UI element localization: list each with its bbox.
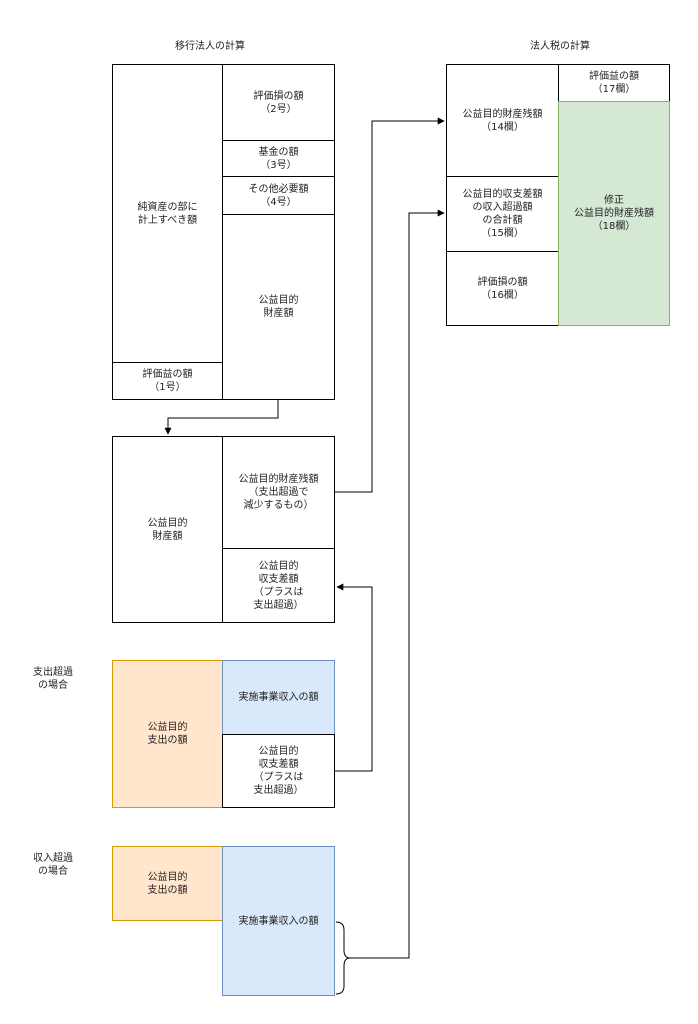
arrow-block1-to-block2 [164,400,279,435]
right-title: 法人税の計算 [530,41,590,52]
other-required-label: その他必要額 （4号） [248,183,309,208]
expense-case-label: 支出超過 の場合 [33,667,73,691]
arrow-remaining-to-tax14 [335,117,445,493]
remaining-label: 公益目的財産残額 （支出超過で 減少するもの） [238,474,319,511]
tax-excess-total-box: 公益目的収支差額 の収入超過額 の合計額 （15欄） [446,176,559,252]
balance-box-1: 公益目的 収支差額 （プラスは 支出超過） [222,548,335,623]
valuation-loss-label-1: 評価損の額 （2号） [253,90,304,115]
fund-label: 基金の額 （3号） [258,146,299,171]
valuation-loss-box-1: 評価損の額 （2号） [222,64,335,141]
balance-label-2: 公益目的 収支差額 （プラスは 支出超過） [253,746,304,796]
public-property-box-2: 公益目的 財産額 [112,436,223,623]
revised-remaining-box: 修正 公益目的財産残額 （18欄） [558,101,670,326]
expense-box-1: 公益目的 支出の額 [112,660,223,808]
fund-box: 基金の額 （3号） [222,140,335,177]
tax-valuation-loss-label: 評価損の額 （16欄） [477,276,528,301]
public-property-label-2: 公益目的 財産額 [147,517,188,542]
expense-label-2: 公益目的 支出の額 [147,871,188,896]
tax-valuation-loss-box: 評価損の額 （16欄） [446,251,559,326]
valuation-gain-box-1: 評価益の額 （1号） [112,362,223,400]
expense-label-1: 公益目的 支出の額 [147,722,188,746]
tax-remaining-label: 公益目的財産残額 （14欄） [462,108,543,133]
arrow-balance-to-block2 [335,583,373,772]
balance-box-2: 公益目的 収支差額 （プラスは 支出超過） [222,734,335,808]
expense-box-2: 公益目的 支出の額 [112,846,223,921]
public-property-label-1: 公益目的 財産額 [258,295,299,319]
valuation-gain-label-1: 評価益の額 （1号） [142,369,193,393]
income-box-2: 実施事業収入の額 [222,846,335,996]
left-title: 移行法人の計算 [175,41,245,52]
net-assets-label: 純資産の部に 計上すべき額 [137,201,198,226]
arrow-income-to-tax15 [350,209,445,959]
income-case-label: 収入超過 の場合 [33,853,73,877]
public-property-box-1: 公益目的 財産額 [222,214,335,400]
net-assets-box: 純資産の部に 計上すべき額 [112,64,223,363]
income-label-1: 実施事業収入の額 [238,692,319,703]
income-brace [335,921,351,995]
tax-valuation-gain-label: 評価益の額 （17欄） [589,71,639,95]
tax-excess-total-label: 公益目的収支差額 の収入超過額 の合計額 （15欄） [462,189,543,239]
income-label-2: 実施事業収入の額 [238,915,319,927]
remaining-box: 公益目的財産残額 （支出超過で 減少するもの） [222,436,335,549]
revised-remaining-label: 修正 公益目的財産残額 （18欄） [574,195,654,232]
balance-label-1: 公益目的 収支差額 （プラスは 支出超過） [253,560,304,611]
tax-valuation-gain-box: 評価益の額 （17欄） [558,64,670,102]
